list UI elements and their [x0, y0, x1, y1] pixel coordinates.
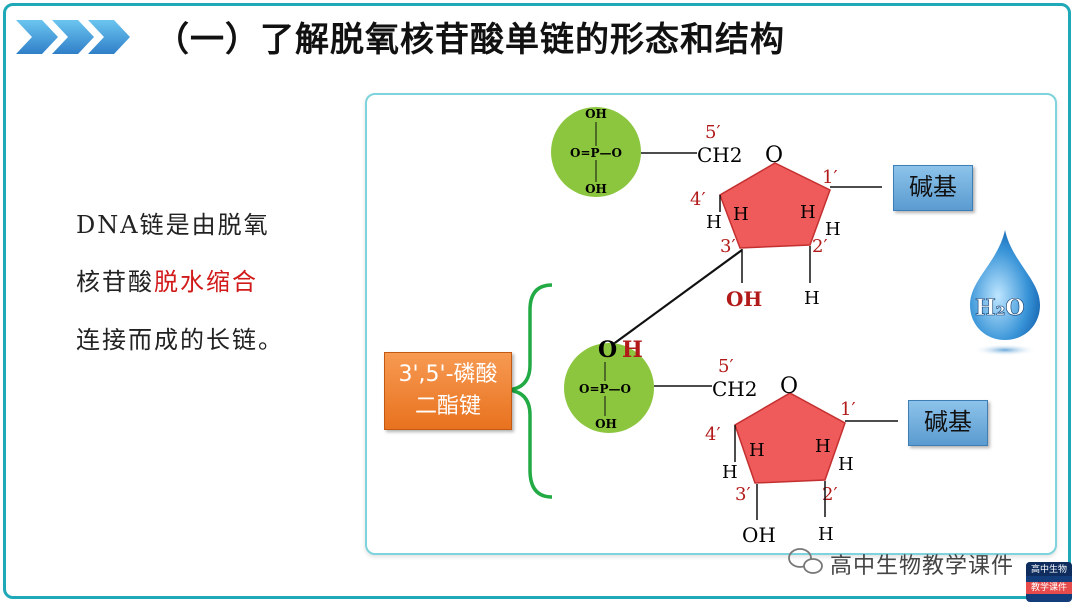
- bottom-ring-o: O: [780, 374, 798, 399]
- bottom-c4: 4′: [705, 424, 721, 445]
- bottom-h-2-down: H: [818, 524, 834, 545]
- water-label: H₂O: [975, 295, 1025, 321]
- bottom-h-2a: H: [815, 436, 831, 457]
- bottom-h-2b: H: [838, 454, 854, 475]
- bottom-oh-3: OH: [742, 523, 776, 547]
- bottom-link-o: O: [598, 337, 617, 363]
- deoxyribose-top: [719, 162, 831, 249]
- phosphodiester-bond-label: 3',5'-磷酸 二酯键: [384, 352, 512, 430]
- top-h-4a: H: [706, 212, 722, 233]
- top-h-2b: H: [825, 219, 841, 240]
- paragraph-line-1: DNA链是由脱氧: [76, 211, 270, 239]
- water-drop-shadow: [973, 344, 1037, 356]
- top-c3: 3′: [720, 236, 736, 257]
- paragraph-line-3: 连接而成的长链。: [76, 326, 284, 354]
- base-label-top: 碱基: [893, 165, 973, 211]
- bottom-c2: 2′: [822, 484, 838, 505]
- bottom-c5: 5′: [718, 356, 734, 377]
- bond-brace-icon: [507, 283, 553, 499]
- top-ring-o: O: [765, 143, 783, 168]
- course-logo: 高中生物 教学课件: [1026, 562, 1072, 602]
- title-chevrons-icon: [16, 20, 130, 54]
- top-c1: 1′: [822, 167, 838, 188]
- phosphate-group-top: [551, 107, 641, 197]
- paragraph-line-2-prefix: 核苷酸: [76, 268, 154, 296]
- phosphate-top-core: O=P—O: [570, 146, 622, 160]
- top-ch2: CH2: [697, 143, 742, 167]
- logo-bottom-text: 教学课件: [1026, 582, 1072, 594]
- logo-top-text: 高中生物: [1026, 562, 1072, 576]
- top-oh-3: OH: [726, 287, 762, 311]
- water-drop-icon: [970, 230, 1040, 340]
- bottom-c1: 1′: [840, 399, 856, 420]
- phosphodiester-bond-line: [611, 249, 743, 346]
- bottom-h-4a: H: [722, 462, 738, 483]
- bottom-ch2: CH2: [712, 377, 757, 401]
- paragraph-line-2: 核苷酸脱水缩合: [76, 262, 258, 297]
- wechat-icon: [788, 548, 823, 574]
- bottom-link-h: H: [622, 337, 643, 363]
- bond-label-line-1: 3',5'-磷酸: [398, 362, 498, 387]
- phosphate-bottom-core: O=P—O: [579, 382, 631, 396]
- watermark-text: 高中生物教学课件: [830, 554, 1015, 579]
- top-h-3a: H: [733, 204, 749, 225]
- top-c2: 2′: [812, 236, 828, 257]
- phosphate-group-bottom: [564, 343, 654, 433]
- deoxyribose-bottom: [734, 392, 846, 484]
- bond-label-line-2: 二酯键: [414, 394, 481, 419]
- phosphate-top-oh2: OH: [585, 182, 607, 196]
- bottom-c3: 3′: [735, 484, 751, 505]
- page-title: （一）了解脱氧核苷酸单链的形态和结构: [155, 20, 785, 60]
- top-h-2-down: H: [804, 288, 820, 309]
- bottom-h-3a: H: [749, 440, 765, 461]
- top-h-2a: H: [800, 202, 816, 223]
- top-c5: 5′: [705, 122, 721, 143]
- top-c4: 4′: [690, 189, 706, 210]
- phosphate-top-oh1: OH: [585, 107, 607, 121]
- base-label-bottom: 碱基: [908, 400, 988, 446]
- dehydration-highlight: 脱水缩合: [154, 268, 258, 296]
- phosphate-bottom-oh: OH: [595, 417, 617, 431]
